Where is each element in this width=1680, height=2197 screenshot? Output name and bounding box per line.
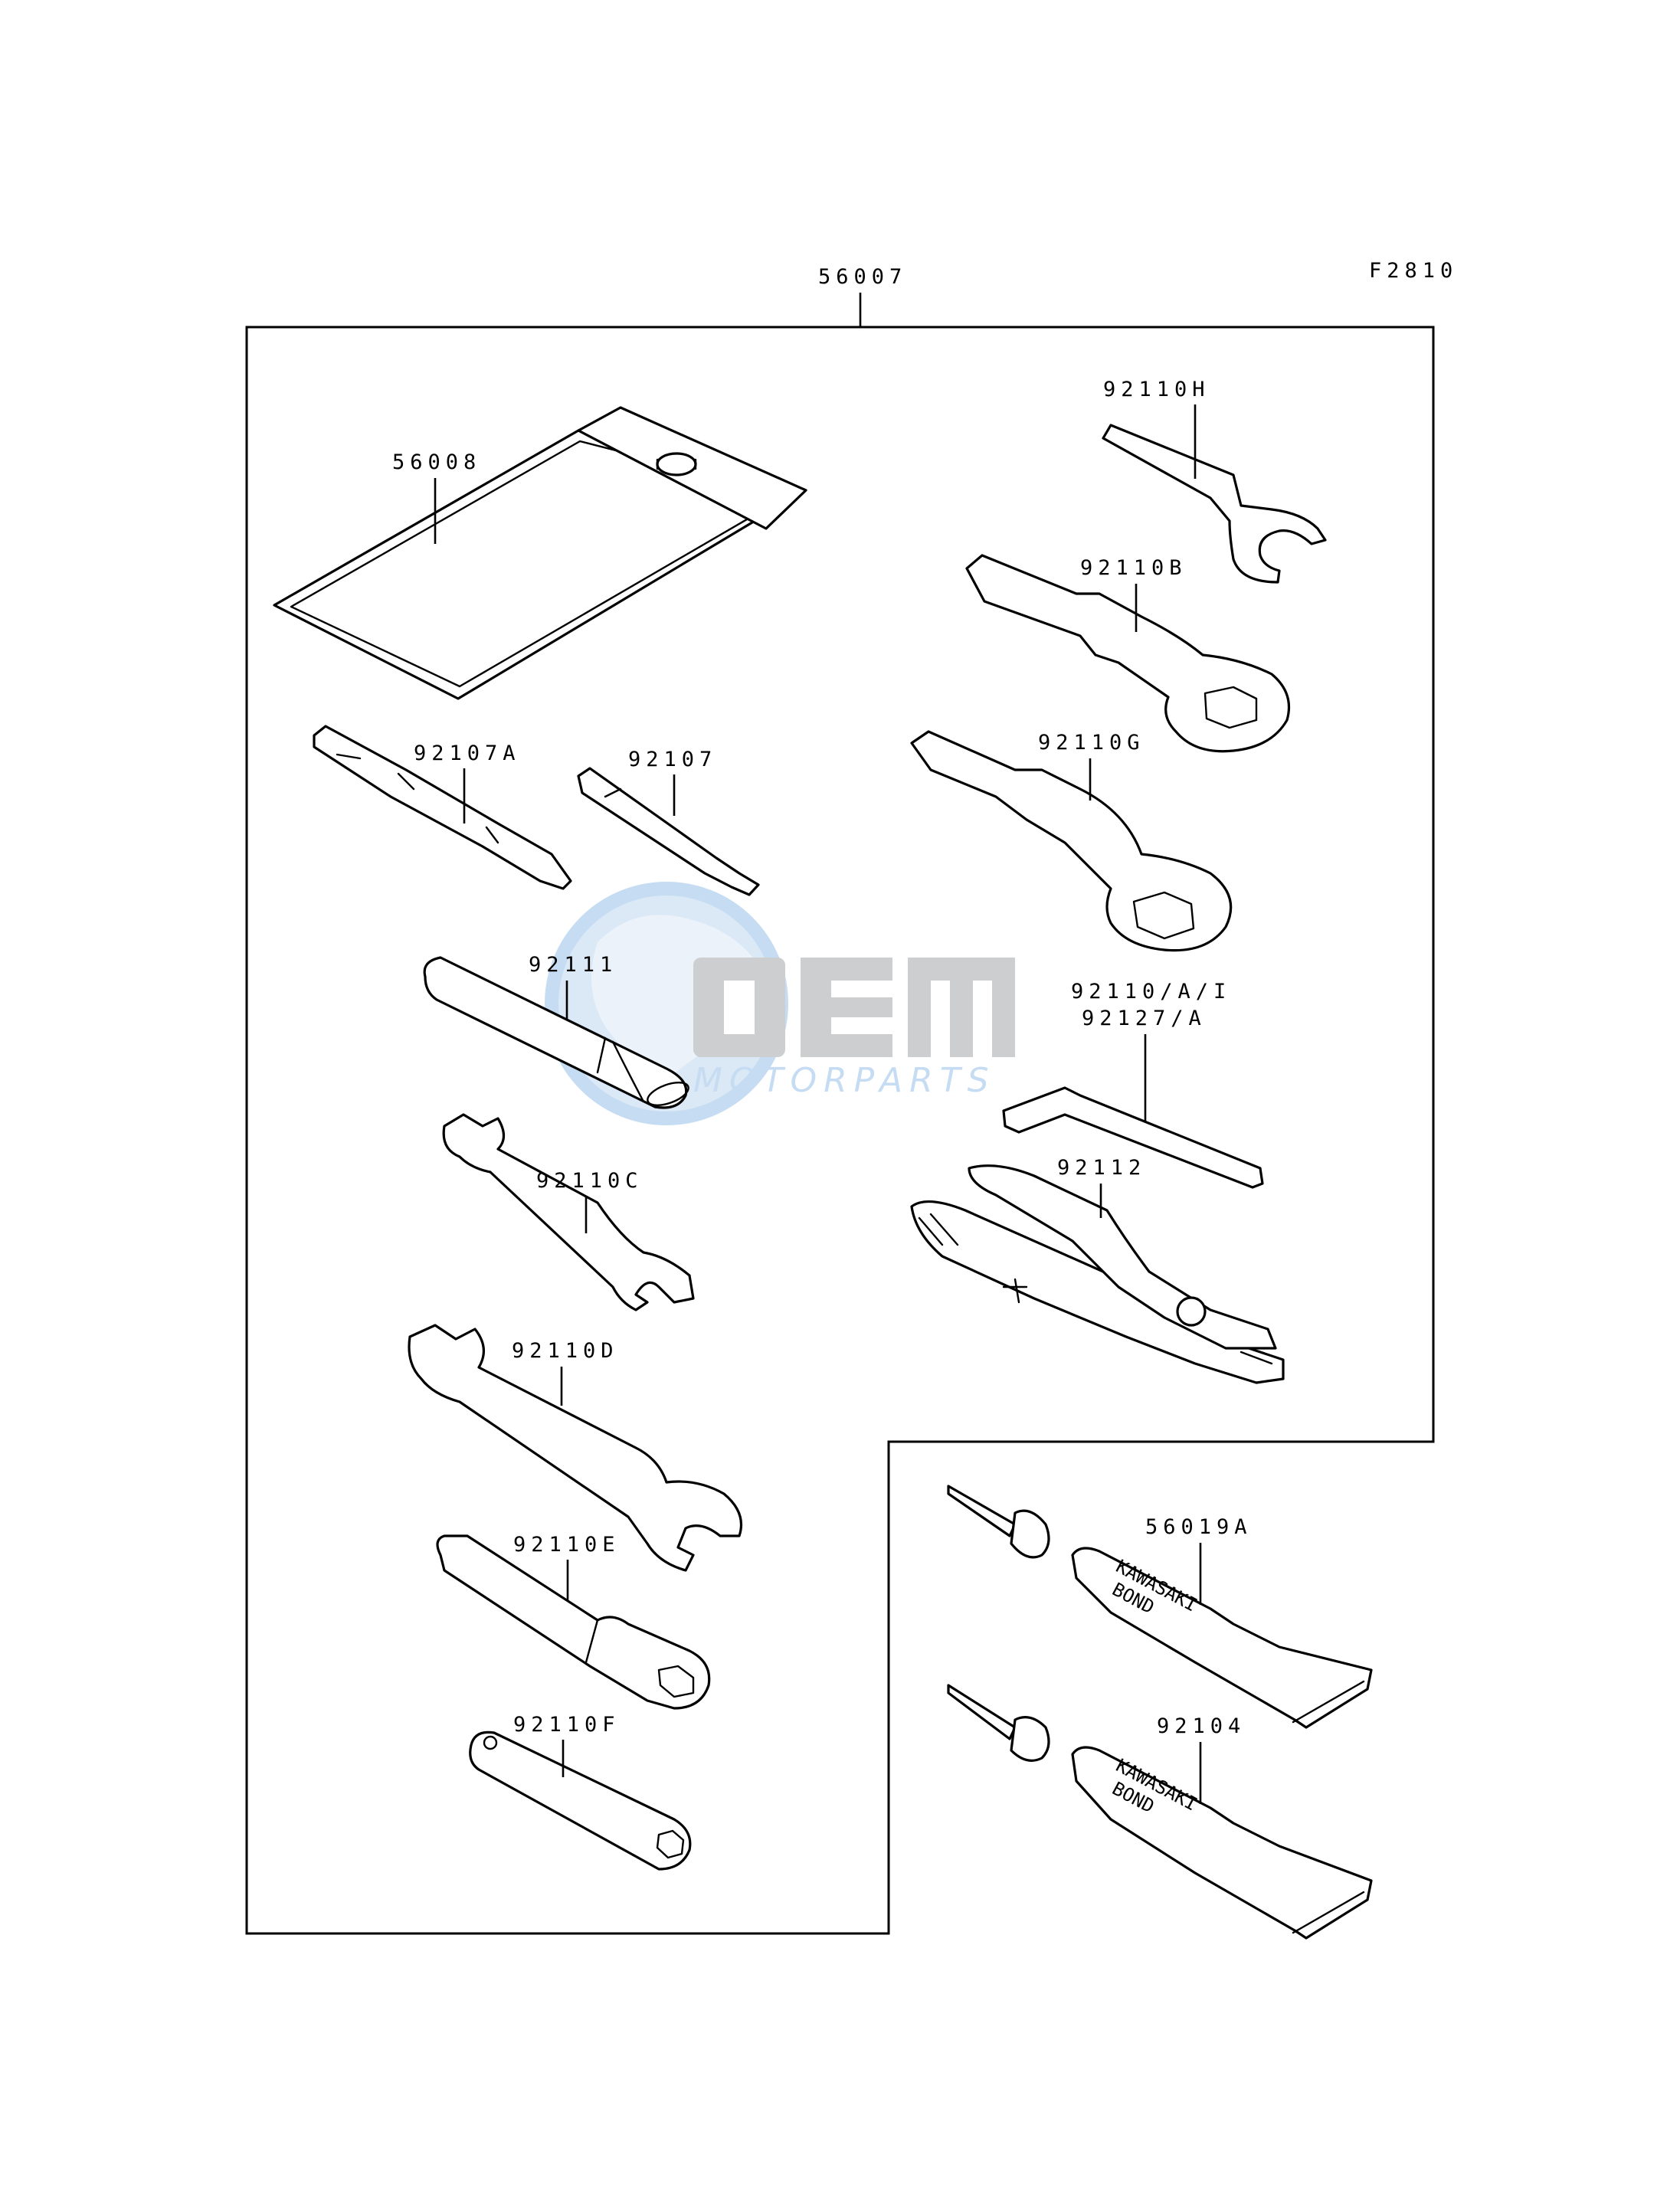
- tube-handle: [423, 956, 689, 1109]
- open-wrench-d: [408, 1324, 743, 1572]
- watermark-e: [801, 958, 892, 1057]
- label-92110-A-I: 92110/A/I: [1071, 980, 1231, 1004]
- label-kit: 56007: [818, 265, 907, 289]
- hook-spanner: [1102, 424, 1327, 584]
- watermark-e-gap2: [831, 1017, 892, 1034]
- tool-pouch: [273, 406, 807, 700]
- bond-tube-b: [947, 1684, 1373, 1940]
- label-92110D: 92110D: [512, 1339, 619, 1363]
- open-wrench-c: [442, 1113, 695, 1311]
- box-wrench-e: [436, 1534, 711, 1710]
- bond-tube-a: [947, 1485, 1373, 1729]
- label-92110E: 92110E: [513, 1533, 621, 1557]
- watermark-sub: MOTORPARTS: [693, 1061, 996, 1100]
- label-92111: 92111: [529, 953, 617, 977]
- watermark-e-gap1: [831, 981, 892, 997]
- watermark-m-gap2: [973, 981, 992, 1057]
- screwdriver-bit: [577, 767, 760, 896]
- label-92107: 92107: [628, 748, 717, 771]
- watermark-m: [908, 958, 1015, 1057]
- box-wrench-f: [469, 1730, 692, 1871]
- label-92110H: 92110H: [1103, 378, 1210, 401]
- watermark-o-hole: [724, 981, 755, 1034]
- label-56019A: 56019A: [1145, 1515, 1253, 1539]
- label-92104: 92104: [1157, 1714, 1246, 1738]
- diagram-code: F2810: [1369, 259, 1458, 283]
- ring-wrench-g: [910, 730, 1233, 952]
- ring-wrench-b: [965, 554, 1291, 753]
- label-56008: 56008: [392, 450, 481, 474]
- label-92107A: 92107A: [414, 742, 521, 765]
- label-92110B: 92110B: [1080, 556, 1187, 580]
- allen-key: [1002, 1086, 1264, 1189]
- label-92127-A: 92127/A: [1082, 1007, 1207, 1030]
- watermark-m-gap1: [931, 981, 950, 1057]
- label-92110G: 92110G: [1038, 731, 1145, 755]
- kit-frame: [245, 326, 1435, 1935]
- pliers: [910, 1164, 1285, 1384]
- label-92110F: 92110F: [513, 1713, 621, 1737]
- label-92112: 92112: [1057, 1156, 1146, 1180]
- screwdriver-bit-a: [313, 725, 572, 890]
- label-92110C: 92110C: [536, 1169, 644, 1193]
